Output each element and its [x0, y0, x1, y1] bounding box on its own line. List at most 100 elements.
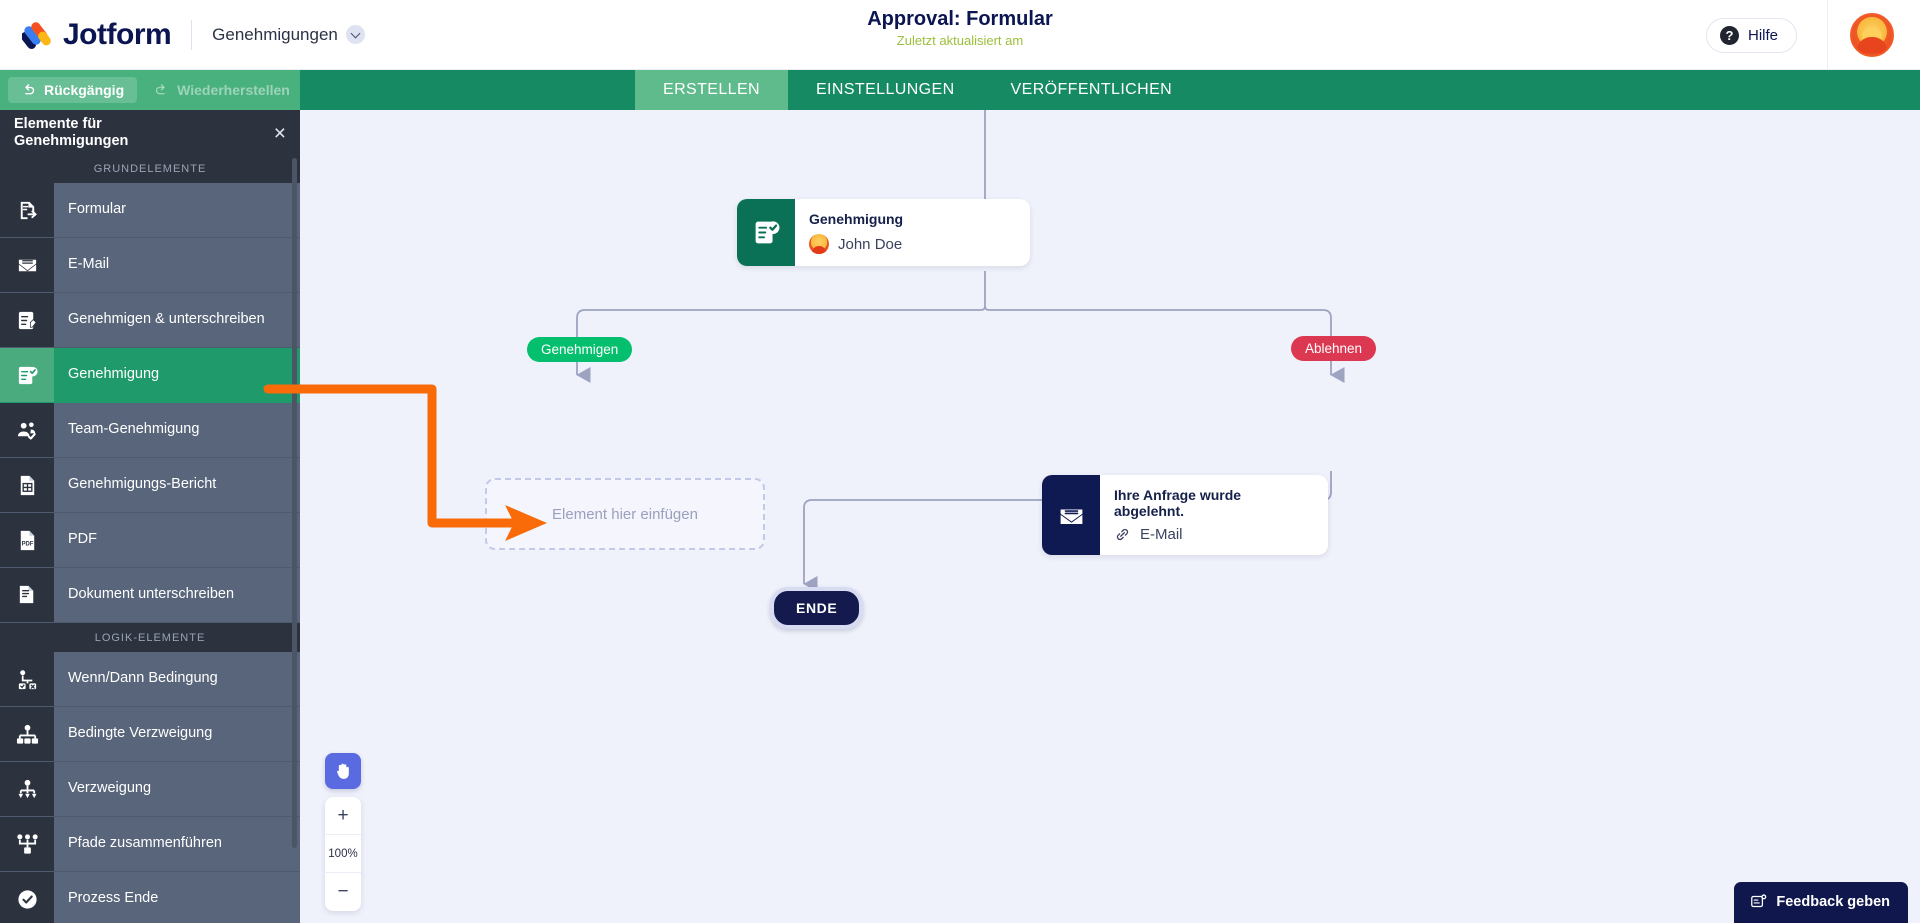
if-then-icon	[0, 652, 54, 706]
sidebar-item-prozess-ende[interactable]: Prozess Ende	[0, 872, 300, 923]
email-icon	[1042, 475, 1100, 555]
sidebar-item-pdf[interactable]: PDF PDF	[0, 513, 300, 568]
redo-button[interactable]: Wiederherstellen	[141, 77, 303, 103]
sidebar-item-bedingte-verzweigung[interactable]: Bedingte Verzweigung	[0, 707, 300, 762]
zoom-controls: + 100% −	[325, 797, 361, 911]
approval-node[interactable]: Genehmigung John Doe	[737, 199, 1030, 266]
header-divider	[191, 19, 193, 50]
approval-icon	[0, 348, 54, 402]
chevron-down-icon	[345, 25, 365, 44]
sidebar-item-team-genehmigung[interactable]: Team-Genehmigung	[0, 403, 300, 458]
redo-icon	[156, 83, 165, 94]
hand-icon	[337, 763, 349, 779]
avatar[interactable]	[1850, 13, 1894, 57]
merge-paths-icon	[0, 817, 54, 871]
approval-node-assignee-row: John Doe	[809, 234, 903, 254]
brand-logo[interactable]: Jotform	[20, 17, 172, 52]
team-approval-icon	[0, 403, 54, 457]
assignee-avatar-icon	[809, 234, 829, 254]
sidebar-item-wenn-dann-bedingung[interactable]: Wenn/Dann Bedingung	[0, 652, 300, 707]
zoom-out-button[interactable]: −	[337, 881, 349, 902]
elements-sidebar: Elemente für Genehmigungen × GRUNDELEMEN…	[0, 110, 300, 923]
sidebar-section-grundelemente: GRUNDELEMENTE	[0, 154, 300, 183]
sidebar-item-formular[interactable]: Formular	[0, 183, 300, 238]
pdf-icon: PDF	[0, 513, 54, 567]
hand-tool-button[interactable]	[325, 753, 361, 789]
feedback-button[interactable]: Feedback geben	[1734, 882, 1908, 923]
approve-sign-icon	[0, 293, 54, 347]
sidebar-title: Elemente für Genehmigungen	[14, 116, 129, 149]
sidebar-item-label: Prozess Ende	[68, 890, 159, 907]
sidebar-header: Elemente für Genehmigungen ×	[0, 110, 300, 154]
zoom-in-button[interactable]: +	[325, 797, 361, 835]
end-node[interactable]: ENDE	[770, 587, 864, 629]
sidebar-item-label: Verzweigung	[68, 780, 152, 797]
branch-label-reject[interactable]: Ablehnen	[1291, 336, 1377, 361]
undo-label: Rückgängig	[44, 82, 125, 98]
sidebar-item-label: Genehmigungs-Bericht	[68, 476, 217, 493]
approval-icon	[737, 199, 795, 266]
app-header: Jotform Genehmigungen Approval: Formular…	[0, 0, 1920, 70]
sidebar-item-label: Bedingte Verzweigung	[68, 725, 213, 742]
email-icon	[0, 238, 54, 292]
sidebar-item-genehmigung[interactable]: Genehmigung	[0, 348, 300, 403]
tab-einstellungen[interactable]: EINSTELLUNGEN	[815, 81, 955, 98]
undo-icon	[25, 83, 35, 94]
undo-button[interactable]: Rückgängig	[8, 77, 138, 103]
email-node-title: Ihre Anfrage wurde abgelehnt.	[1114, 487, 1242, 519]
sign-document-icon	[0, 568, 54, 622]
approval-node-assignee: John Doe	[838, 235, 903, 253]
email-node-body: Ihre Anfrage wurde abgelehnt. E-Mail	[1100, 475, 1328, 555]
close-icon[interactable]: ×	[273, 121, 286, 145]
tab-veroeffentlichen[interactable]: VERÖFFENTLICHEN	[1010, 81, 1173, 98]
sidebar-item-pfade-zusammenfuehren[interactable]: Pfade zusammenführen	[0, 817, 300, 872]
sidebar-item-verzweigung[interactable]: Verzweigung	[0, 762, 300, 817]
email-node-subtitle: E-Mail	[1140, 526, 1183, 543]
header-actions: ? Hilfe	[1705, 0, 1920, 70]
svg-text:PDF: PDF	[21, 541, 33, 547]
approval-node-title: Genehmigung	[809, 211, 904, 227]
branch-label-approve[interactable]: Genehmigen	[527, 337, 633, 362]
feedback-button-label: Feedback geben	[1776, 893, 1890, 910]
sidebar-item-genehmigungs-bericht[interactable]: Genehmigungs-Bericht	[0, 458, 300, 513]
process-end-icon	[0, 872, 54, 923]
branch-icon	[0, 762, 54, 816]
undo-redo-group: Rückgängig Wiederherstellen	[0, 70, 300, 110]
sidebar-item-label: Dokument unterschreiben	[68, 586, 235, 603]
sidebar-item-label: Genehmigung	[68, 366, 160, 383]
workspace-dropdown[interactable]: Genehmigungen	[212, 25, 365, 45]
report-icon	[0, 458, 54, 512]
workflow-canvas[interactable]: Genehmigung John Doe Genehmigen Ablehnen…	[300, 110, 1920, 923]
sidebar-scrollbar[interactable]	[292, 158, 297, 848]
sidebar-item-dokument-unterschreiben[interactable]: Dokument unterschreiben	[0, 568, 300, 623]
jotform-logo-icon	[20, 19, 54, 51]
conditional-branch-icon	[0, 707, 54, 761]
tab-erstellen[interactable]: ERSTELLEN	[635, 70, 788, 110]
sidebar-item-email[interactable]: E-Mail	[0, 238, 300, 293]
sidebar-item-label: PDF	[68, 531, 97, 548]
sidebar-item-label: Formular	[68, 201, 127, 218]
sidebar-item-genehmigen-unterschreiben[interactable]: Genehmigen & unterschreiben	[0, 293, 300, 348]
approval-node-body: Genehmigung John Doe	[795, 199, 923, 266]
zoom-level-value: 100%	[325, 835, 361, 873]
sidebar-item-label: Genehmigen & unterschreiben	[68, 311, 265, 328]
header-divider-2	[1827, 0, 1828, 70]
email-node[interactable]: Ihre Anfrage wurde abgelehnt. E-Mail	[1042, 475, 1328, 555]
sidebar-item-label: E-Mail	[68, 256, 110, 273]
question-mark-icon: ?	[1719, 25, 1739, 45]
brand-name: Jotform	[63, 17, 172, 51]
form-icon	[0, 183, 54, 237]
sidebar-item-label: Team-Genehmigung	[68, 421, 200, 438]
workspace-dropdown-label: Genehmigungen	[212, 24, 338, 44]
feedback-icon	[1751, 894, 1767, 908]
drop-zone[interactable]: Element hier einfügen	[485, 478, 765, 550]
email-node-type-row: E-Mail	[1114, 526, 1308, 543]
help-button[interactable]: ? Hilfe	[1705, 17, 1797, 53]
sidebar-item-label: Pfade zusammenführen	[68, 835, 222, 852]
link-icon	[1116, 528, 1129, 541]
sidebar-section-logik-elemente: LOGIK-ELEMENTE	[0, 623, 300, 652]
redo-label: Wiederherstellen	[177, 82, 290, 98]
sidebar-item-label: Wenn/Dann Bedingung	[68, 670, 218, 687]
builder-toolbar: Rückgängig Wiederherstellen ERSTELLEN EI…	[0, 70, 1920, 110]
